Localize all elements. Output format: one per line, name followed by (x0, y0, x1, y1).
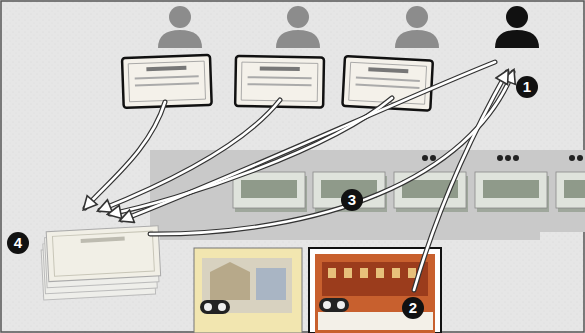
board-strip (150, 150, 585, 240)
callout-number: 2 (402, 297, 424, 319)
callout-number: 3 (341, 189, 363, 211)
building-cards (194, 248, 441, 333)
player-figures (158, 6, 439, 48)
callout-number: 4 (7, 232, 29, 254)
share-deck (40, 226, 161, 300)
active-player (495, 6, 539, 48)
flow-arrows (85, 62, 513, 290)
callout-number: 1 (516, 76, 538, 98)
